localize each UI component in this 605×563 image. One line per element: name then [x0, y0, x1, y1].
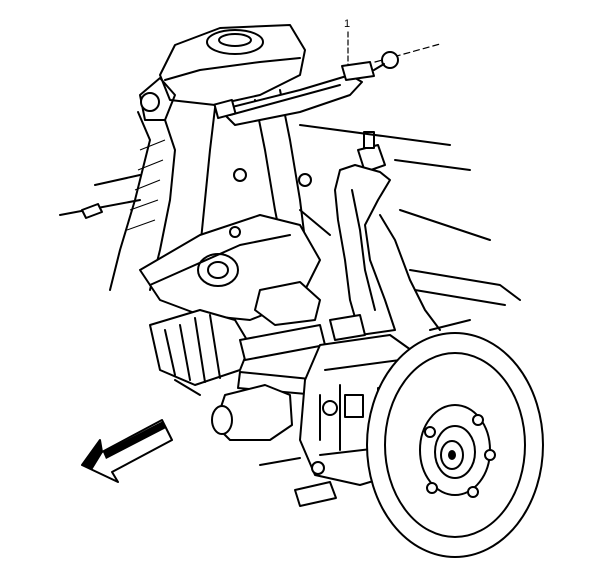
body-structure-lines	[59, 124, 521, 331]
frame-tower	[109, 24, 306, 291]
callout-label: 1	[344, 18, 350, 30]
front-direction-arrow	[81, 419, 173, 483]
wheel-stud	[472, 414, 484, 426]
brake-rotor	[366, 332, 544, 558]
steering-knuckle	[334, 131, 441, 336]
wheel-stud	[424, 426, 436, 438]
nut	[381, 51, 399, 69]
wheel-stud	[484, 449, 496, 461]
tie-rod	[174, 379, 337, 507]
upper-control-arm	[213, 51, 399, 126]
wheel-stud	[426, 482, 438, 494]
drive-axle	[149, 281, 326, 396]
wheel-stud	[467, 486, 479, 498]
